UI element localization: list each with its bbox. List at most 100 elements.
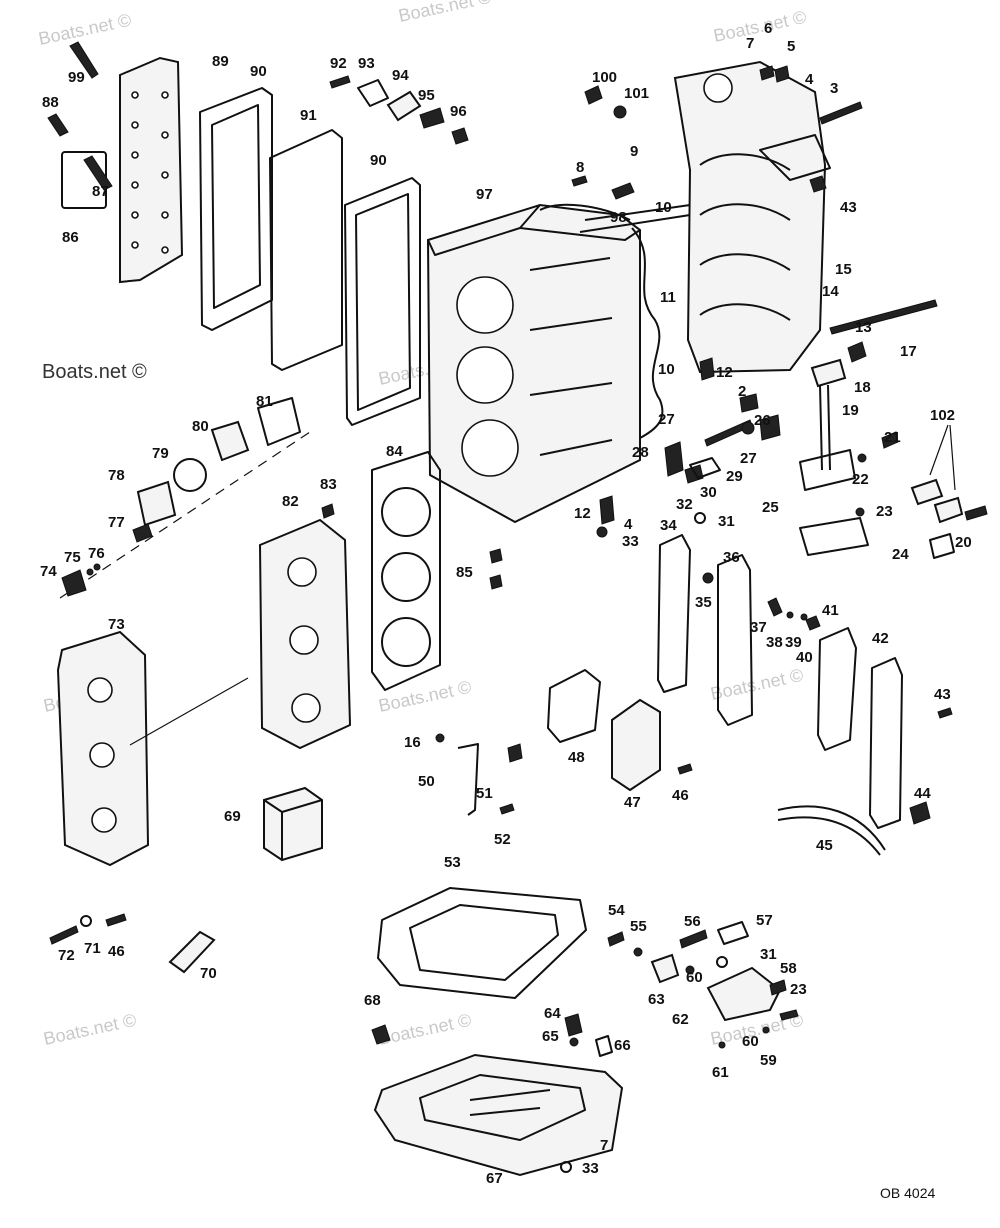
washer-part bbox=[569, 1037, 579, 1047]
nut-part bbox=[855, 507, 865, 517]
callout-74: 74 bbox=[40, 563, 57, 580]
combustion-chamber bbox=[289, 625, 319, 655]
callout-80: 80 bbox=[192, 418, 209, 435]
callout-64: 64 bbox=[544, 1005, 561, 1022]
head-cover-port bbox=[87, 677, 113, 703]
callout-5: 5 bbox=[787, 38, 795, 55]
bolt-part bbox=[809, 175, 827, 193]
callout-43: 43 bbox=[934, 686, 951, 703]
callout-100: 100 bbox=[592, 69, 617, 86]
callout-87: 87 bbox=[92, 183, 109, 200]
callout-22: 22 bbox=[852, 471, 869, 488]
pin-part bbox=[699, 357, 715, 381]
callout-9: 9 bbox=[630, 143, 638, 160]
valve-part bbox=[451, 127, 469, 145]
fitting-part bbox=[684, 464, 704, 484]
lever-part bbox=[717, 921, 749, 945]
bracket-group bbox=[799, 341, 988, 559]
exhaust-plate-part bbox=[199, 87, 273, 331]
callout-57: 57 bbox=[756, 912, 773, 929]
watermark-primary: Boats.net © bbox=[42, 361, 147, 383]
callout-72: 72 bbox=[58, 947, 75, 964]
callout-17: 17 bbox=[900, 343, 917, 360]
callout-23: 23 bbox=[876, 503, 893, 520]
bracket-part bbox=[799, 449, 856, 491]
callout-75: 75 bbox=[64, 549, 81, 566]
callout-16: 16 bbox=[404, 734, 421, 751]
callout-19: 19 bbox=[842, 402, 859, 419]
plug-part bbox=[702, 572, 714, 584]
cylinder-bore bbox=[456, 276, 514, 334]
callout-43: 43 bbox=[840, 199, 857, 216]
exhaust-housing-part bbox=[373, 1053, 624, 1177]
bolt-part bbox=[47, 113, 69, 137]
manifold-part bbox=[717, 554, 753, 726]
watermark: Boats.net © bbox=[397, 0, 493, 26]
tube-part bbox=[579, 204, 691, 233]
exhaust-gasket-inner-part bbox=[355, 193, 411, 411]
plug-part bbox=[321, 503, 335, 519]
long-bolt-part bbox=[819, 101, 863, 125]
callout-34: 34 bbox=[660, 517, 677, 534]
callout-53: 53 bbox=[444, 854, 461, 871]
watermark: Boats.net © bbox=[42, 1010, 138, 1049]
drawing-code: OB 4024 bbox=[880, 1185, 935, 1201]
callout-7: 7 bbox=[600, 1137, 608, 1154]
watermark: Boats.net © bbox=[709, 665, 805, 704]
callout-51: 51 bbox=[476, 785, 493, 802]
callout-37: 37 bbox=[750, 619, 767, 636]
callout-10: 10 bbox=[655, 199, 672, 216]
callout-28: 28 bbox=[632, 444, 649, 461]
cylinder-block-group bbox=[426, 203, 691, 524]
clamp-part bbox=[910, 478, 944, 506]
hose-part bbox=[631, 227, 664, 439]
callout-24: 24 bbox=[892, 546, 909, 563]
pin-part bbox=[499, 803, 515, 815]
callout-21: 21 bbox=[884, 429, 901, 446]
dowel-part bbox=[489, 574, 503, 590]
callout-83: 83 bbox=[320, 476, 337, 493]
callout-20: 20 bbox=[955, 534, 972, 551]
callout-31: 31 bbox=[718, 513, 735, 530]
fitting-part bbox=[909, 801, 931, 825]
clip-part bbox=[929, 533, 955, 559]
screw-part bbox=[964, 505, 988, 521]
manifold-group bbox=[657, 534, 953, 856]
fitting-part bbox=[595, 1035, 613, 1057]
callout-82: 82 bbox=[282, 493, 299, 510]
callout-3: 3 bbox=[830, 80, 838, 97]
callout-60: 60 bbox=[742, 1033, 759, 1050]
callout-88: 88 bbox=[42, 94, 59, 111]
crankcase-group bbox=[673, 60, 938, 381]
dowel-part bbox=[489, 548, 503, 564]
exhaust-housing-inner-part bbox=[419, 1074, 586, 1141]
callout-65: 65 bbox=[542, 1028, 559, 1045]
callout-26: 26 bbox=[754, 412, 771, 429]
throttle-arm-part bbox=[706, 966, 782, 1022]
callout-47: 47 bbox=[624, 794, 641, 811]
callout-95: 95 bbox=[418, 87, 435, 104]
callout-96: 96 bbox=[450, 103, 467, 120]
callout-70: 70 bbox=[200, 965, 217, 982]
callout-39: 39 bbox=[785, 634, 802, 651]
washer-part bbox=[685, 965, 695, 975]
callout-91: 91 bbox=[300, 107, 317, 124]
plate-group bbox=[435, 669, 693, 816]
block-hardware-group bbox=[571, 85, 781, 538]
callout-66: 66 bbox=[614, 1037, 631, 1054]
seal-ring-part bbox=[173, 458, 207, 492]
adapter-gasket-part bbox=[377, 887, 587, 999]
washer-part bbox=[716, 956, 728, 968]
pin-part bbox=[329, 75, 351, 89]
exhaust-housing-group bbox=[371, 1013, 624, 1177]
callout-68: 68 bbox=[364, 992, 381, 1009]
callout-35: 35 bbox=[695, 594, 712, 611]
callout-55: 55 bbox=[630, 918, 647, 935]
head-gasket-bore bbox=[381, 552, 431, 602]
manifold-part bbox=[817, 627, 857, 751]
adapter-plate-group bbox=[377, 887, 587, 999]
washer-part bbox=[694, 512, 706, 524]
exhaust-cover-group bbox=[47, 41, 469, 426]
callout-99: 99 bbox=[68, 69, 85, 86]
